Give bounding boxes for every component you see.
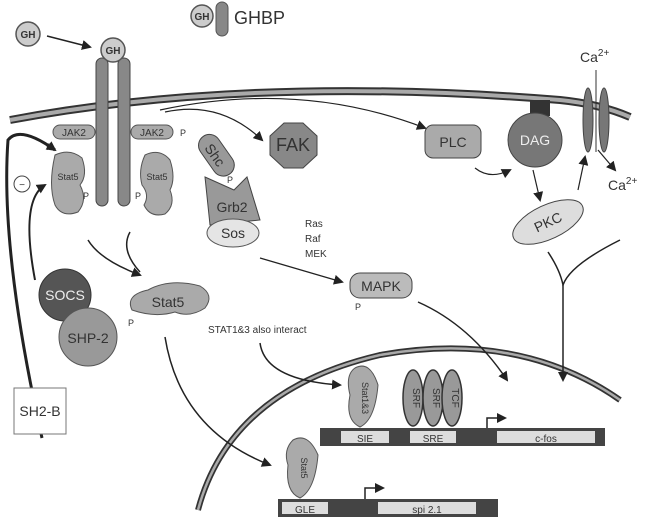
sre-label: SRE	[423, 434, 444, 445]
jak2-left-label: JAK2	[62, 128, 86, 139]
stat5-right-label: Stat5	[146, 172, 167, 182]
shc	[198, 133, 235, 177]
sh2b-box	[13, 387, 67, 435]
spi-coding	[378, 502, 476, 514]
stat13-label: Stat1&3	[360, 382, 370, 414]
raf-label: Raf	[305, 234, 321, 245]
mapk-nuclear-arrow	[417, 301, 509, 382]
inhibit-label: −	[19, 180, 25, 191]
stat5-nuclear-arrow	[164, 336, 272, 467]
stat5-dimer-label: Stat5	[152, 294, 185, 310]
gh-binding-arrow	[46, 35, 92, 50]
ghbp-label: GHBP	[234, 8, 285, 28]
cfos-gene: SIE SRE c-fos	[320, 413, 605, 446]
cfos-coding	[497, 431, 595, 443]
ca-out-label: Ca2+	[580, 48, 609, 65]
sie-element	[341, 431, 389, 443]
jak2-left	[52, 124, 96, 140]
grb2-label: Grb2	[216, 199, 247, 215]
sh2b-arrow	[5, 132, 57, 439]
cfos-tss-arrow	[486, 413, 507, 428]
phospho-label: P	[135, 191, 141, 201]
inhibit-icon	[13, 175, 31, 193]
phospho-label: P	[83, 191, 89, 201]
stat-interact-note: STAT1&3 also interact	[208, 325, 307, 336]
dag-label: DAG	[520, 132, 550, 148]
stat5-nuclear	[285, 437, 319, 499]
stat5-dimer	[129, 282, 210, 316]
ca-channel-right	[598, 87, 610, 153]
dag-anchor	[530, 100, 550, 116]
gh-free-label: GH	[21, 30, 36, 41]
sos	[206, 218, 260, 248]
sos-label: Sos	[221, 225, 245, 241]
plc-label: PLC	[439, 134, 466, 150]
grb2	[204, 176, 261, 226]
mapk-label: MAPK	[361, 278, 401, 294]
stat5-left	[51, 151, 86, 215]
gh-bound-label: GH	[106, 46, 121, 57]
ca-influx-arrow	[597, 149, 617, 172]
cfos-label: c-fos	[535, 434, 557, 445]
gh-legend-label: GH	[195, 12, 210, 23]
stat5-left-label: Stat5	[57, 172, 78, 182]
gh-bound-circle	[100, 37, 126, 63]
ras-label: Ras	[305, 219, 323, 230]
phospho-label: P	[227, 175, 233, 185]
tcf-label: TCF	[449, 388, 460, 407]
sh2b-label: SH2-B	[19, 403, 60, 419]
gle-element	[282, 502, 328, 514]
spi-tss-arrow	[364, 483, 385, 499]
gh-legend-circle	[190, 4, 214, 28]
ca-channel-left	[582, 87, 594, 153]
shp2-label: SHP-2	[67, 330, 108, 346]
stat5-nuclear-label: Stat5	[299, 457, 309, 478]
mek-label: MEK	[305, 249, 327, 260]
spi-gene: GLE spi 2.1	[278, 483, 498, 517]
stat5-right	[140, 151, 174, 216]
stat5-dimer-arrow-left	[87, 239, 142, 277]
dag-pkc-arrow	[532, 169, 544, 202]
phospho-label: P	[355, 302, 361, 312]
pkc	[512, 199, 584, 245]
plc-dag-arrow	[474, 167, 512, 179]
plc-arrow	[159, 97, 427, 130]
jak2-right	[130, 124, 174, 140]
fak-label: FAK	[276, 135, 310, 155]
spi-label: spi 2.1	[412, 505, 442, 516]
sie-label: SIE	[357, 434, 373, 445]
ca-in-label: Ca2+	[608, 176, 637, 193]
pkc-ca-merge	[547, 239, 621, 288]
socs-feedback-arrow	[28, 183, 47, 281]
pkc-channel-arrow	[577, 155, 589, 191]
gh-receptor: GH	[95, 37, 131, 207]
fak-arrow	[164, 108, 264, 142]
mapk	[349, 272, 413, 299]
srf1-label: SRF	[410, 388, 421, 408]
fak	[269, 122, 318, 169]
srf2-label: SRF	[430, 388, 441, 408]
stat13	[347, 365, 379, 428]
stat5-dimer-arrow-right	[125, 231, 141, 273]
phospho-label: P	[180, 128, 186, 138]
tcf	[441, 369, 463, 427]
jak2-right-label: JAK2	[140, 128, 164, 139]
dag	[507, 112, 563, 168]
mapk-arrow	[259, 257, 344, 285]
ghbp-legend: GH GHBP	[190, 1, 285, 37]
socs-label: SOCS	[45, 287, 85, 303]
sre-element	[410, 431, 456, 443]
plc	[424, 124, 482, 159]
ghbp-bar	[215, 1, 229, 37]
gle-label: GLE	[295, 505, 315, 516]
phospho-label: P	[128, 318, 134, 328]
shp2-circle	[58, 307, 118, 367]
stat13-arrow	[259, 342, 342, 390]
gh-free-circle	[15, 21, 41, 47]
